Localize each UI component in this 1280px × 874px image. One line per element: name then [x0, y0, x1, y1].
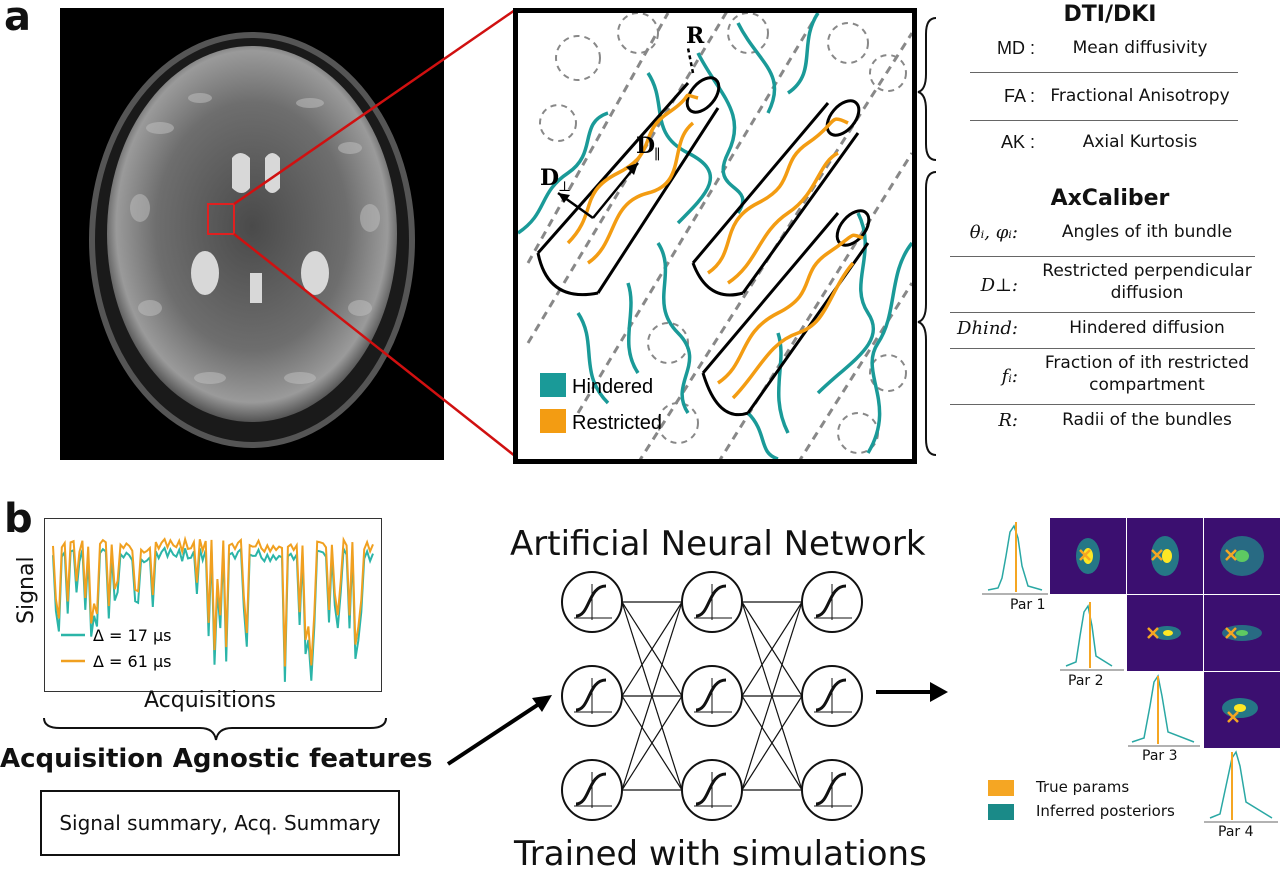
panel-a-letter: a	[4, 0, 31, 40]
ann-node	[801, 665, 863, 727]
ann-subtitle: Trained with simulations	[514, 834, 927, 874]
ax-key-r: R:	[998, 410, 1018, 431]
ann-node	[801, 759, 863, 821]
neural-network-diagram	[561, 571, 863, 821]
dti-divider	[970, 120, 1238, 121]
posterior-corner-plot	[982, 518, 1280, 823]
ann-connection	[741, 601, 803, 697]
ann-node	[681, 665, 743, 727]
dti-divider	[970, 72, 1238, 73]
ax-divider	[950, 404, 1255, 405]
summary-box: Signal summary, Acq. Summary	[40, 790, 400, 856]
legend-17-label: Δ = 17 μs	[93, 626, 171, 645]
ax-val-angles: Angles of ith bundle	[1061, 222, 1233, 242]
legend-inferred-label: Inferred posteriors	[1036, 802, 1175, 820]
fiber-bundle-diagram: R D ⊥ D ∥ Hindered Restricted	[513, 8, 917, 464]
ax-divider	[950, 312, 1255, 313]
par-1-label: Par 1	[1010, 597, 1046, 613]
ax-key-dperp: D⊥:	[980, 275, 1018, 296]
dti-key-md: MD :	[997, 38, 1035, 58]
ax-divider	[950, 348, 1255, 349]
dti-key-ak: AK :	[1000, 132, 1035, 152]
ann-connection	[621, 601, 683, 697]
ax-key-angles: θᵢ, φᵢ:	[969, 222, 1018, 243]
label-d-perp-sub: ⊥	[558, 179, 571, 195]
legend-restricted-label: Restricted	[572, 412, 662, 434]
ann-connection	[741, 695, 803, 791]
legend-true-label: True params	[1036, 778, 1130, 796]
ann-connection	[621, 695, 683, 791]
par-2-label: Par 2	[1068, 673, 1104, 689]
ann-node	[801, 571, 863, 633]
ax-key-fi: fᵢ:	[1001, 366, 1018, 387]
legend-inferred-swatch	[988, 804, 1014, 820]
label-d-perp: D	[540, 165, 559, 191]
ann-node	[681, 571, 743, 633]
features-brace	[43, 717, 387, 741]
ann-node	[561, 665, 623, 727]
dti-val-fa: Fractional Anisotropy	[1050, 86, 1230, 106]
label-d-par-sub: ∥	[654, 147, 660, 163]
dti-val-ak: Axial Kurtosis	[1082, 132, 1198, 152]
signal-xlabel: Acquisitions	[144, 688, 276, 713]
ax-val-fi: Fraction of ith restricted compartment	[1044, 353, 1250, 395]
ann-title: Artificial Neural Network	[510, 524, 926, 564]
brain-mri-image	[60, 8, 444, 460]
legend-true-swatch	[988, 780, 1014, 796]
signal-plot: Δ = 17 μs Δ = 61 μs	[44, 518, 382, 692]
ax-val-dperp: Restricted perpendicular diffusion	[1042, 261, 1252, 303]
table-braces	[917, 17, 937, 456]
ann-connection	[621, 601, 683, 791]
legend-hindered-swatch	[540, 373, 566, 397]
par-3-label: Par 3	[1142, 748, 1178, 764]
panel-b-letter: b	[4, 496, 33, 542]
signal-series-61	[52, 535, 374, 667]
posterior-2d-panels	[1050, 518, 1280, 748]
dti-key-fa: FA :	[1003, 86, 1035, 106]
ax-val-dhind: Hindered diffusion	[1069, 318, 1225, 338]
legend-61-label: Δ = 61 μs	[93, 652, 171, 671]
ax-key-dhind: Dhind:	[957, 318, 1018, 339]
ann-node	[561, 571, 623, 633]
posterior-1d-histograms	[987, 524, 1273, 819]
ann-connection	[741, 601, 803, 791]
label-d-par: D	[636, 133, 655, 159]
ann-node	[561, 759, 623, 821]
par-4-label: Par 4	[1218, 824, 1254, 840]
features-title: Acquisition Agnostic features	[0, 744, 433, 774]
dti-val-md: Mean diffusivity	[1072, 38, 1208, 58]
legend-restricted-swatch	[540, 409, 566, 433]
legend-hindered-label: Hindered	[572, 376, 653, 398]
ann-node	[681, 759, 743, 821]
axcaliber-title: AxCaliber	[1050, 186, 1170, 211]
label-R: R	[686, 23, 705, 49]
dti-title: DTI/DKI	[1063, 2, 1157, 27]
ax-divider	[950, 256, 1255, 257]
ax-val-r: Radii of the bundles	[1062, 410, 1232, 430]
